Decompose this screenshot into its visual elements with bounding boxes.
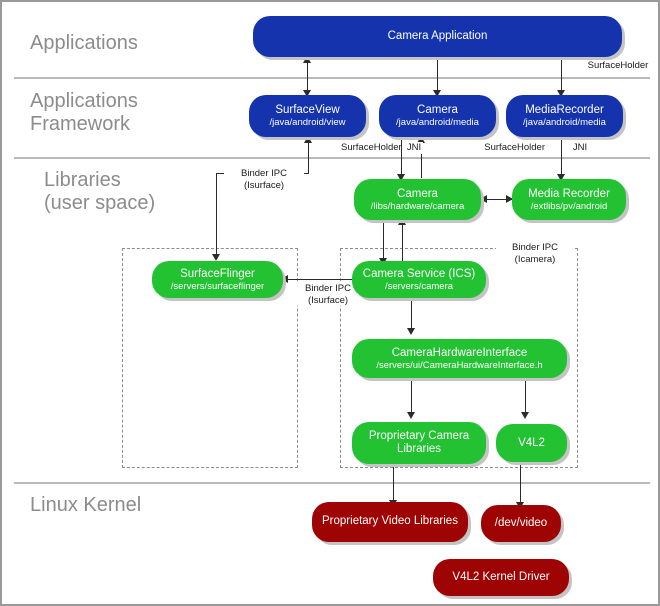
node-title: /dev/video: [494, 517, 548, 529]
edge-camera-mediarecorder: [482, 199, 513, 201]
node-title: MediaRecorder: [525, 104, 604, 116]
node-media-recorder-lib[interactable]: Media Recorder /extlibs/pv/android: [512, 179, 626, 220]
surfaceflinger-group: [122, 248, 298, 468]
node-title: Camera: [397, 187, 438, 200]
node-subtitle: /extlibs/pv/android: [530, 200, 608, 212]
edge-label-jni-camera: JNI: [405, 142, 423, 154]
edge-app-camera-java: [437, 58, 439, 92]
edge-label-surfaceholder-camera: SurfaceHolder: [341, 142, 402, 154]
node-title: Media Recorder: [528, 187, 610, 200]
edge-v4l2-dev-video: [520, 462, 522, 506]
arrowhead-camera-lib-up: [417, 136, 425, 143]
edge-proprietary-camera-video: [393, 462, 395, 504]
node-v4l2-kernel-driver[interactable]: V4L2 Kernel Driver: [433, 559, 569, 596]
edge-label-binder-ipc-isurface-mid: Binder IPC (Isurface): [290, 283, 366, 306]
node-title: SurfaceView: [275, 104, 340, 116]
node-camera-hardware-interface[interactable]: CameraHardwareInterface /servers/ui/Came…: [352, 339, 567, 378]
arrowhead-down-app-surfaceview: [303, 90, 311, 97]
node-dev-video[interactable]: /dev/video: [481, 505, 561, 542]
arrowhead-mediarecorder-down: [557, 174, 565, 181]
arrowhead-chi-proprietary-camera: [407, 412, 415, 419]
edge-label-surfaceholder-top-right: SurfaceHolder: [580, 60, 656, 72]
edge-label-binder-ipc-isurface-top: Binder IPC (Isurface): [224, 168, 304, 191]
node-subtitle: /java/android/media: [523, 117, 606, 128]
arrowhead-chi-v4l2: [521, 412, 529, 419]
layer-label-applications: Applications: [30, 32, 138, 54]
arrowhead-isurface-into-surfaceview: [304, 136, 312, 143]
node-title: Camera Service (ICS): [362, 267, 476, 280]
arrowhead-up-app-surfaceview: [303, 56, 311, 63]
node-subtitle: /java/android/view: [269, 117, 346, 128]
node-subtitle: /servers/surfaceflinger: [170, 280, 265, 292]
layer-label-libraries: Libraries (user space): [44, 169, 156, 214]
node-camera-java[interactable]: Camera /java/android/media: [379, 95, 496, 137]
arrowhead-isurface-into-surfaceflinger: [212, 254, 220, 261]
node-subtitle: /libs/hardware/camera: [370, 200, 465, 212]
edge-service-chi: [411, 296, 413, 332]
edge-chi-v4l2: [525, 378, 527, 416]
arrowhead-camera-service-to-lib: [398, 218, 406, 225]
layer-label-linux-kernel: Linux Kernel: [30, 494, 142, 516]
edge-camera-java-down: [401, 138, 403, 178]
layer-label-applications-framework: Applications Framework: [30, 90, 138, 135]
divider-applications-framework: [14, 157, 650, 159]
arrowhead-service-surfaceflinger: [281, 275, 288, 283]
node-title: Camera Application: [387, 30, 488, 42]
divider-applications: [14, 77, 650, 79]
camera-service-group: [340, 248, 578, 468]
edge-label-binder-ipc-icamera: Binder IPC (Icamera): [496, 242, 574, 265]
arrowhead-camera-java-down: [397, 174, 405, 181]
arrowhead-app-mediarecorder: [557, 90, 565, 97]
node-title: Proprietary Video Libraries: [322, 515, 458, 528]
node-subtitle: /servers/camera: [384, 280, 454, 292]
arrowhead-left-camera-mediarecorder: [480, 195, 487, 203]
arrowhead-service-chi: [407, 328, 415, 335]
node-v4l2[interactable]: V4L2: [496, 424, 567, 462]
node-title: Proprietary Camera Libraries: [368, 429, 470, 456]
node-proprietary-camera-libraries[interactable]: Proprietary Camera Libraries: [352, 422, 486, 464]
node-surfaceview[interactable]: SurfaceView /java/android/view: [249, 95, 366, 137]
edge-isurface-vert-right: [308, 138, 310, 174]
node-title: V4L2: [518, 436, 545, 449]
edge-service-surfaceflinger: [283, 279, 356, 281]
edge-camera-service-to-lib: [402, 220, 404, 262]
edge-camera-lib-up: [421, 138, 423, 178]
edge-isurface-vert-left: [216, 173, 218, 258]
node-title: SurfaceFlinger: [180, 267, 255, 280]
node-surfaceflinger[interactable]: SurfaceFlinger /servers/surfaceflinger: [152, 261, 283, 298]
node-camera-lib[interactable]: Camera /libs/hardware/camera: [354, 179, 481, 220]
node-title: V4L2 Kernel Driver: [452, 571, 550, 583]
node-mediarecorder-java[interactable]: MediaRecorder /java/android/media: [506, 95, 623, 137]
edge-camera-lib-to-service: [383, 220, 385, 262]
node-proprietary-video-libraries[interactable]: Proprietary Video Libraries: [312, 502, 468, 542]
arrowhead-right-camera-mediarecorder: [506, 195, 513, 203]
node-subtitle: /servers/ui/CameraHardwareInterface.h: [376, 359, 543, 371]
edge-app-surfaceview: [307, 58, 309, 95]
arrowhead-app-camera-java: [433, 90, 441, 97]
node-title: CameraHardwareInterface: [391, 346, 528, 359]
node-subtitle: /java/android/media: [396, 117, 479, 128]
node-camera-service[interactable]: Camera Service (ICS) /servers/camera: [352, 261, 486, 298]
edge-label-surfaceholder-recorder: SurfaceHolder: [483, 142, 545, 154]
edge-label-jni-recorder: JNI: [570, 142, 590, 154]
node-camera-application[interactable]: Camera Application: [253, 16, 622, 57]
node-title: Camera: [417, 104, 458, 116]
divider-linux-kernel: [14, 482, 650, 484]
edge-chi-proprietary-camera: [411, 378, 413, 416]
edge-app-mediarecorder: [561, 58, 563, 92]
edge-mediarecorder-down: [561, 138, 563, 178]
